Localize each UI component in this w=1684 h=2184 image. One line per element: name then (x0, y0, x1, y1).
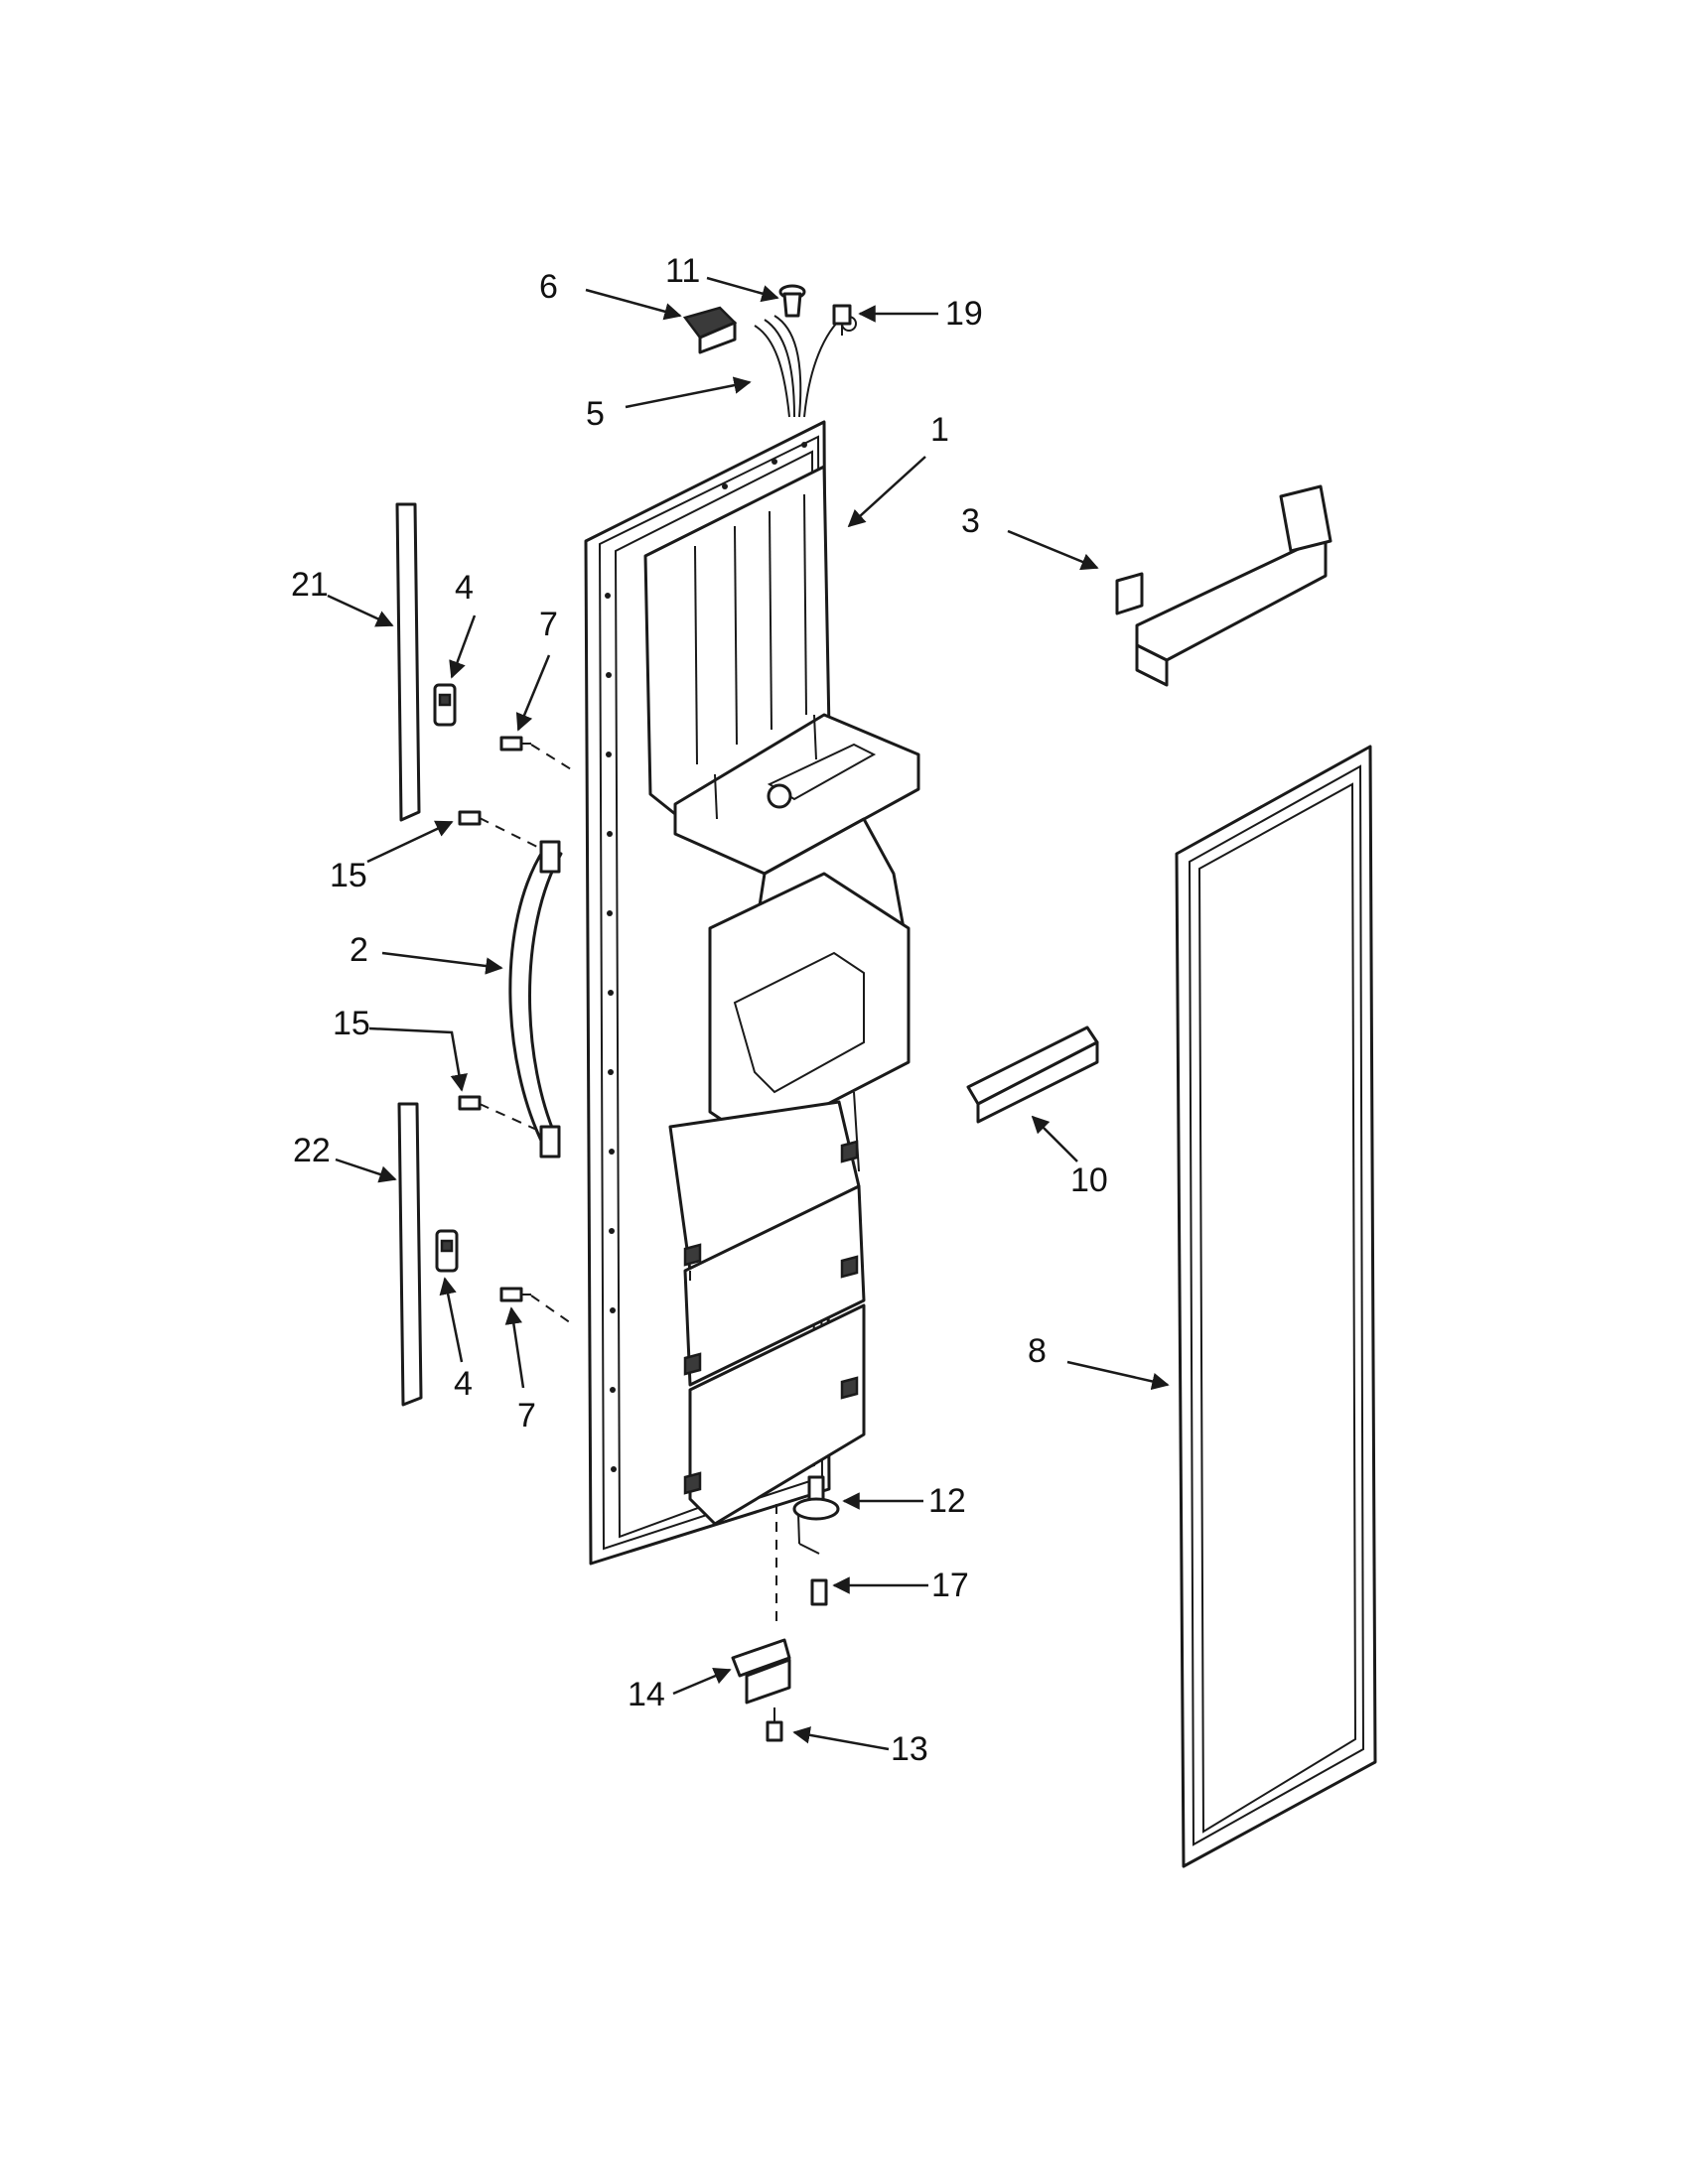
callout-15a: 15 (330, 857, 367, 894)
callout-labels: 1 2 3 4 4 5 6 7 7 8 10 11 12 13 14 15 15… (291, 252, 1108, 1768)
callout-7b: 7 (517, 1397, 536, 1434)
callout-8: 8 (1028, 1332, 1047, 1370)
callout-21: 21 (291, 566, 329, 604)
callout-13: 13 (891, 1730, 928, 1768)
part-connector (682, 306, 738, 354)
callout-14: 14 (628, 1676, 665, 1713)
part-gasket (1175, 745, 1377, 1868)
part-hinge (731, 1638, 791, 1705)
part-trim-lower (397, 1102, 423, 1407)
part-screw-15-lower (458, 1095, 482, 1111)
part-screw-17 (810, 1578, 828, 1606)
callout-22: 22 (293, 1132, 331, 1169)
part-screw-7-lower (499, 1287, 531, 1302)
callout-4a: 4 (455, 569, 474, 607)
part-screw-19 (832, 304, 852, 336)
part-clip-upper (433, 683, 457, 727)
part-door-liner (584, 420, 920, 1566)
part-trim-upper (395, 502, 421, 822)
part-hinge-pin (792, 1475, 840, 1521)
callout-5: 5 (586, 395, 605, 433)
callout-12: 12 (928, 1482, 966, 1520)
callout-19: 19 (945, 295, 983, 333)
callout-1: 1 (930, 411, 949, 449)
callout-17: 17 (931, 1567, 969, 1604)
part-clip-lower (435, 1229, 459, 1273)
callout-2: 2 (350, 931, 368, 969)
callout-leaders (327, 276, 1170, 1751)
callout-11: 11 (665, 252, 700, 290)
part-wiring (754, 315, 857, 418)
callout-4b: 4 (454, 1365, 473, 1403)
part-handle (508, 840, 563, 1159)
part-screw-7-upper (499, 736, 531, 751)
part-bracket (1115, 484, 1333, 687)
callout-7a: 7 (539, 606, 558, 643)
callout-15b: 15 (333, 1005, 370, 1042)
callout-3: 3 (961, 502, 980, 540)
callout-6: 6 (539, 268, 558, 306)
part-plug (778, 284, 806, 318)
part-screw-15-upper (458, 810, 482, 826)
callout-10: 10 (1070, 1161, 1108, 1199)
part-strip (966, 1025, 1099, 1124)
part-screw-13 (766, 1707, 783, 1742)
